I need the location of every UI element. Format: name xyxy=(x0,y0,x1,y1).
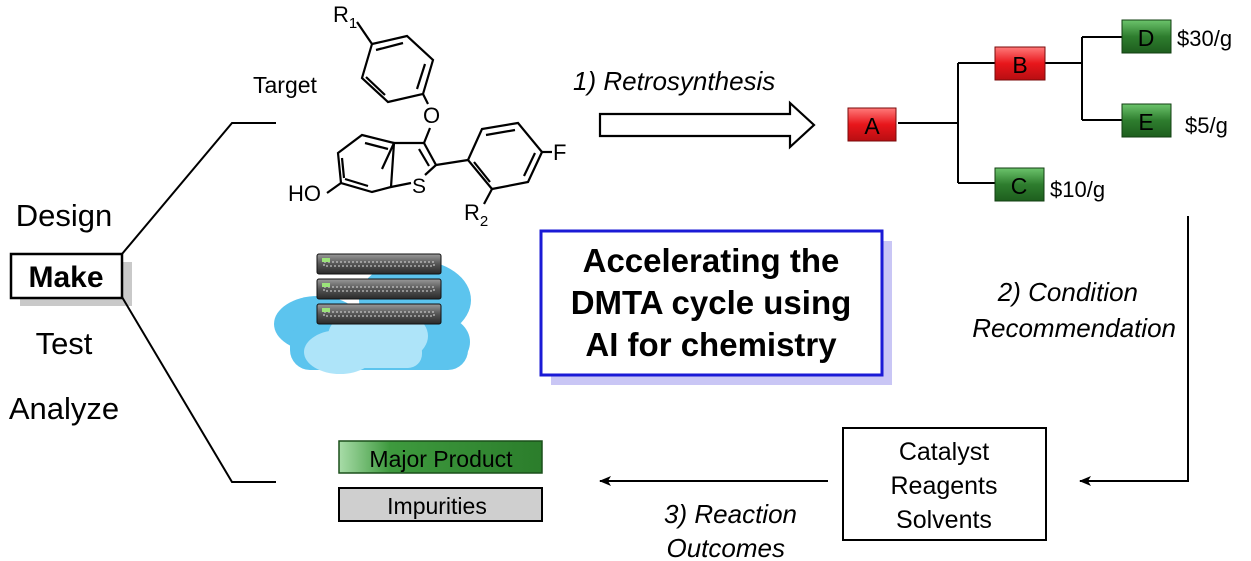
branch-to-target xyxy=(121,122,276,255)
target-molecule: Target R1 O S HO F xyxy=(253,2,566,230)
hydroxyl-label: HO xyxy=(288,181,321,206)
r1-label: R1 xyxy=(333,2,357,32)
center-title-line3: AI for chemistry xyxy=(585,326,837,363)
condition-reagents: Reagents xyxy=(890,472,997,500)
retrosynthesis-step: 1) Retrosynthesis xyxy=(573,66,816,150)
outcome-label-line2: Outcomes xyxy=(667,533,786,561)
node-a-label: A xyxy=(864,113,880,139)
dmta-cycle: Design Make Test Analyze xyxy=(9,122,276,483)
outcome-bars: Major Product Impurities xyxy=(338,440,543,522)
condition-label-line1: 2) Condition xyxy=(997,277,1138,307)
outcome-step: 3) Reaction Outcomes xyxy=(599,476,828,561)
center-title-line2: DMTA cycle using xyxy=(571,284,852,321)
dmta-step-make: Make xyxy=(28,261,103,294)
dmta-step-analyze: Analyze xyxy=(9,391,119,426)
node-c-price: $10/g xyxy=(1050,177,1105,202)
center-title-line1: Accelerating the xyxy=(583,242,840,279)
condition-step: 2) Condition Recommendation xyxy=(972,216,1189,486)
outcome-label-line1: 3) Reaction xyxy=(664,499,797,529)
impurities-bar xyxy=(338,487,543,522)
node-b: B xyxy=(994,46,1046,81)
condition-solvents: Solvents xyxy=(896,506,992,534)
major-product-bar xyxy=(338,440,543,474)
node-d: D $30/g xyxy=(1121,19,1232,54)
target-label: Target xyxy=(253,72,318,98)
conditions-box: Catalyst Reagents Solvents xyxy=(842,427,1047,541)
cloud-server-icon xyxy=(274,253,471,374)
node-e: E $5/g xyxy=(1121,103,1228,138)
node-c-label: C xyxy=(1011,173,1028,199)
center-title-box: Accelerating the DMTA cycle using AI for… xyxy=(539,229,892,385)
r2-label: R2 xyxy=(464,200,488,230)
node-e-price: $5/g xyxy=(1185,113,1228,138)
node-d-label: D xyxy=(1138,25,1155,51)
condition-label-line2: Recommendation xyxy=(972,313,1176,343)
major-product-label: Major Product xyxy=(369,446,513,472)
node-e-label: E xyxy=(1138,109,1153,135)
sulfur-label: S xyxy=(412,175,426,198)
retrosynthesis-label: 1) Retrosynthesis xyxy=(573,66,775,96)
node-c: C $10/g xyxy=(994,167,1105,202)
oxygen-label: O xyxy=(423,103,440,128)
node-d-price: $30/g xyxy=(1177,26,1232,51)
condition-arrow xyxy=(1079,216,1189,486)
server-rack xyxy=(316,253,442,325)
retrosynthesis-arrow xyxy=(598,100,816,150)
impurities-label: Impurities xyxy=(387,493,487,519)
make-highlight-box xyxy=(9,252,124,300)
fluorine-label: F xyxy=(553,140,566,165)
condition-catalyst: Catalyst xyxy=(899,438,989,466)
dmta-step-design: Design xyxy=(16,198,113,233)
branch-to-outcomes xyxy=(121,296,276,483)
node-a: A xyxy=(847,107,897,142)
retrosynthesis-tree xyxy=(898,36,1122,184)
center-title-frame xyxy=(539,229,884,377)
dmta-step-test: Test xyxy=(36,326,93,361)
node-b-label: B xyxy=(1012,52,1027,78)
